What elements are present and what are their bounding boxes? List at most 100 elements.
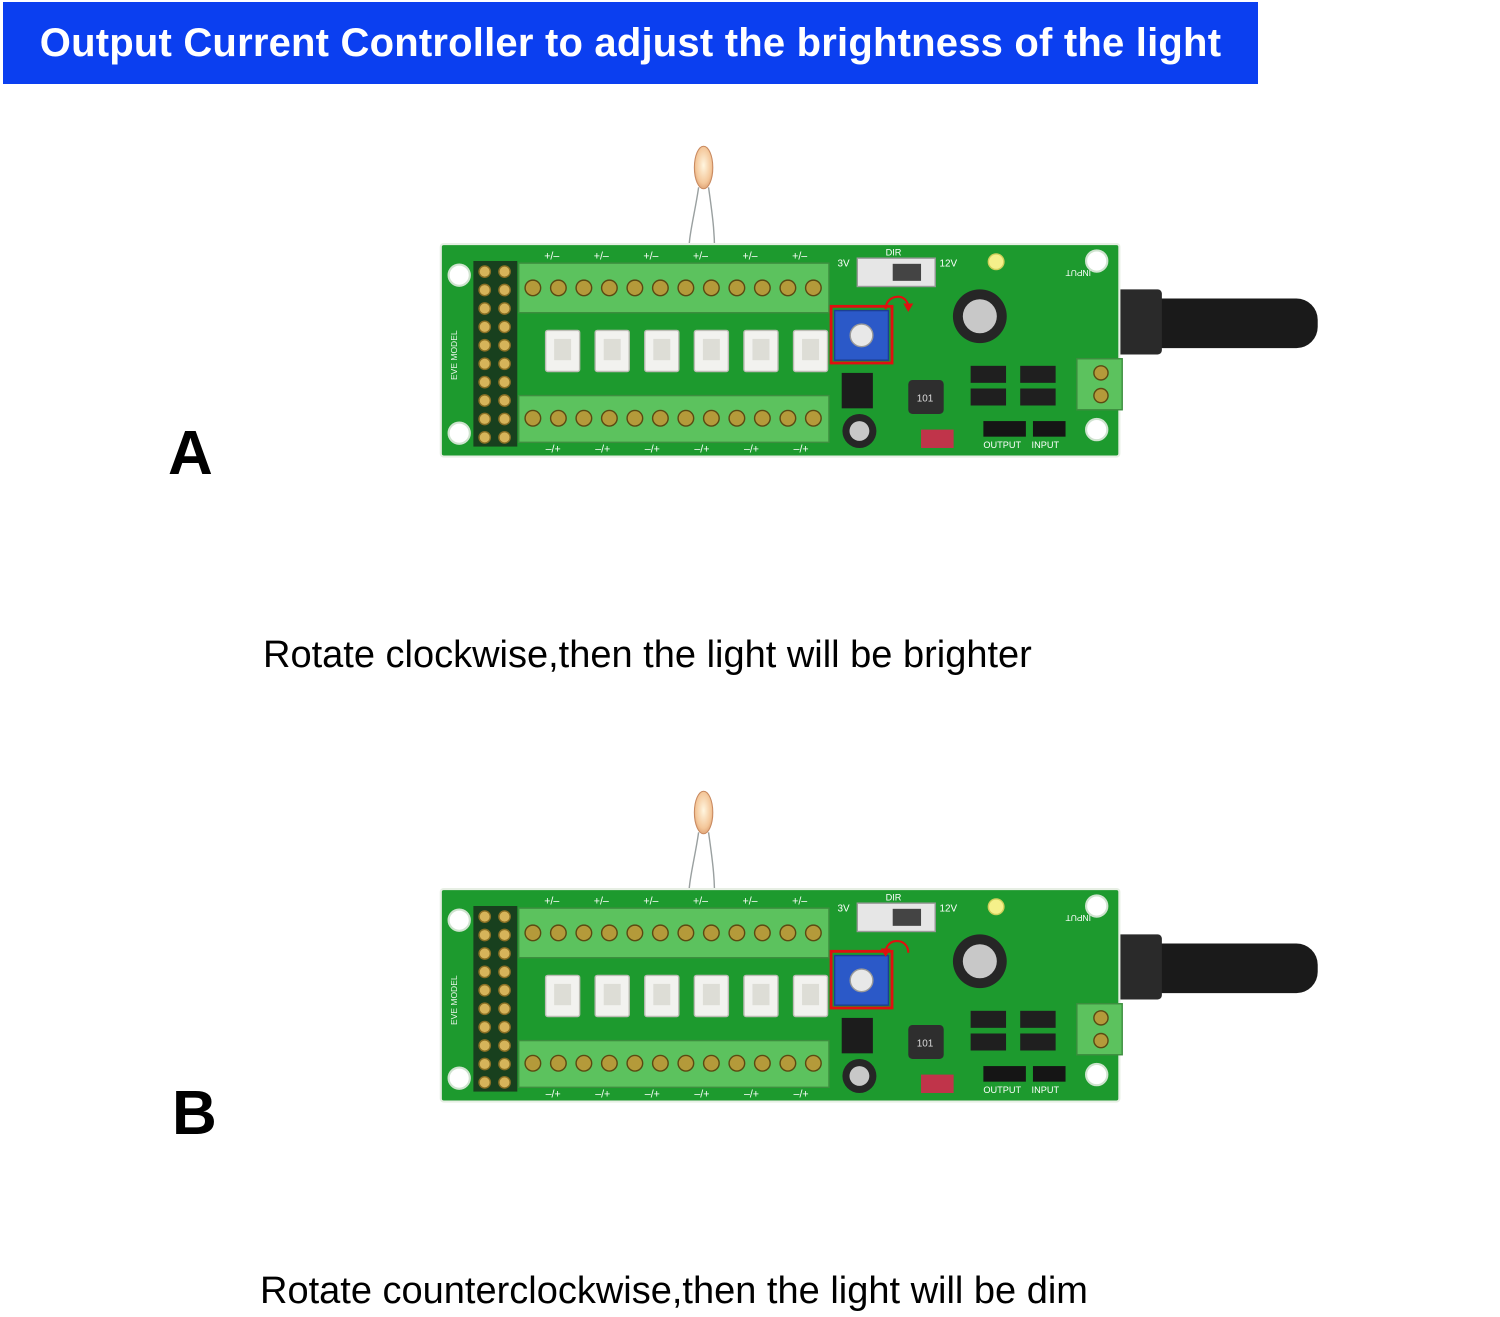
model-label: EVE MODEL: [449, 975, 459, 1025]
screw-icon: [753, 1054, 771, 1072]
screw-icon: [728, 409, 746, 427]
input-header: [1032, 1066, 1066, 1082]
jst-socket: [603, 983, 621, 1006]
screw-icon: [677, 279, 695, 297]
header-pin: [498, 412, 511, 426]
screw-icon: [1093, 1032, 1109, 1049]
header-pin: [498, 965, 511, 979]
inductor: [908, 1025, 944, 1059]
screw-icon: [549, 1054, 567, 1072]
top-terminal-label: +/–: [544, 251, 559, 263]
header-pin: [498, 320, 511, 334]
mount-hole: [447, 908, 471, 932]
inductor-label: 101: [917, 1038, 934, 1049]
bottom-terminal-label: –/+: [744, 1088, 759, 1100]
panel-a-letter: A: [168, 419, 213, 488]
header-pin: [498, 375, 511, 389]
jst-socket: [752, 983, 770, 1006]
dir-label: DIR: [886, 247, 902, 257]
capacitor-small-top: [849, 421, 870, 441]
top-terminal-label: +/–: [693, 251, 708, 263]
input-header: [1032, 421, 1066, 437]
mount-hole: [1085, 1062, 1109, 1087]
screw-icon: [804, 924, 822, 942]
jst-socket: [554, 338, 572, 361]
header-pin: [478, 302, 492, 315]
ic-chip: [841, 1017, 873, 1054]
screw-icon: [549, 409, 567, 427]
bottom-terminal-label: –/+: [595, 443, 610, 455]
mosfet-chip: [1020, 1010, 1056, 1028]
mosfet-chip: [1020, 365, 1056, 383]
terminal-block-top: [518, 907, 830, 959]
screw-icon: [677, 409, 695, 427]
capacitor-top: [962, 299, 997, 334]
mount-hole: [447, 1066, 471, 1090]
dir-label: DIR: [886, 892, 902, 902]
screw-icon: [626, 409, 644, 427]
screw-icon: [651, 279, 669, 297]
screw-icon: [779, 409, 797, 427]
header-pin: [478, 320, 492, 334]
mount-hole: [1085, 249, 1109, 273]
mosfet-chip: [970, 1033, 1007, 1051]
output-header: [983, 1066, 1026, 1082]
panel-b-caption: Rotate counterclockwise,then the light w…: [260, 1270, 1088, 1312]
screw-icon: [626, 924, 644, 942]
screw-icon: [753, 279, 771, 297]
mosfet-chip: [970, 365, 1007, 383]
header-pin: [498, 1020, 511, 1034]
mount-hole: [1085, 417, 1109, 442]
screw-icon: [728, 279, 746, 297]
screw-icon: [779, 279, 797, 297]
top-terminal-label: +/–: [792, 251, 807, 263]
pcb-image-a: EVE MODEL+/–+/–+/–+/–+/–+/––/+–/+–/+–/+–…: [439, 145, 1318, 458]
screw-icon: [651, 924, 669, 942]
panel-b-letter: B: [172, 1079, 217, 1148]
screw-icon: [575, 1054, 593, 1072]
jst-socket: [554, 983, 572, 1006]
bulb-icon: [693, 790, 714, 835]
screw-icon: [651, 409, 669, 427]
voltage-12v-label: 12V: [939, 904, 957, 915]
input-side-label: INPUT: [1066, 268, 1092, 278]
screw-icon: [728, 924, 746, 942]
capacitor-top: [962, 944, 997, 979]
potentiometer: [833, 309, 890, 361]
screw-icon: [1093, 365, 1109, 381]
header-pin: [498, 1076, 511, 1089]
header-pin: [498, 302, 511, 315]
screw-icon: [779, 1054, 797, 1072]
header-pin: [498, 1057, 511, 1071]
header-pin: [498, 394, 511, 407]
screw-icon: [1093, 387, 1109, 404]
header-pin: [478, 357, 492, 371]
screw-icon: [600, 279, 618, 297]
screw-icon: [779, 924, 797, 942]
screw-icon: [575, 924, 593, 942]
terminal-block-top: [518, 262, 830, 314]
title-banner: Output Current Controller to adjust the …: [3, 2, 1258, 84]
mosfet-chip: [1020, 388, 1056, 406]
header-pin: [478, 338, 492, 352]
header-pin: [478, 412, 492, 426]
mount-hole: [447, 421, 471, 445]
top-terminal-label: +/–: [544, 896, 559, 908]
dc-plug: [1112, 934, 1162, 1000]
jumper-red: [921, 1074, 954, 1093]
header-pin: [478, 965, 492, 979]
bottom-terminal-label: –/+: [694, 1088, 709, 1100]
jst-socket: [653, 338, 671, 361]
terminal-block-bottom: [518, 1039, 830, 1089]
top-terminal-label: +/–: [594, 896, 609, 908]
terminal-block-bottom: [518, 394, 830, 444]
pcb-image-b: EVE MODEL+/–+/–+/–+/–+/–+/––/+–/+–/+–/+–…: [439, 790, 1318, 1103]
jst-socket: [653, 983, 671, 1006]
header-pin: [478, 947, 492, 960]
header-pin: [498, 431, 511, 444]
screw-icon: [1093, 1010, 1109, 1026]
header-pin: [478, 928, 492, 942]
screw-icon: [702, 279, 720, 297]
header-pin: [498, 357, 511, 371]
bottom-terminal-label: –/+: [645, 1088, 660, 1100]
